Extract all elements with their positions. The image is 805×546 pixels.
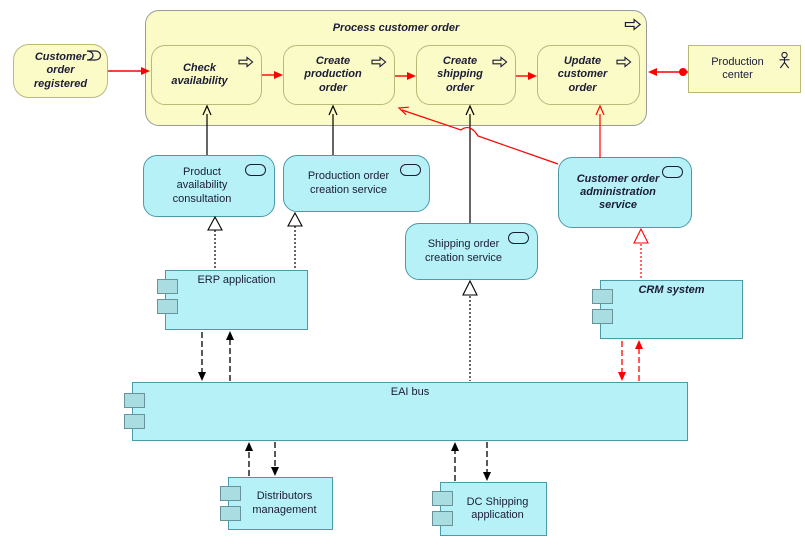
- actor-production-center[interactable]: Production center: [688, 45, 801, 93]
- component-crm-system[interactable]: CRM system: [592, 280, 743, 339]
- flow-erp-to-eai[interactable]: [198, 332, 206, 381]
- serving-shipping-order-service-to-create-shipping[interactable]: [465, 104, 475, 223]
- actor-label: Production center: [711, 55, 764, 81]
- component-tab-icon: [220, 486, 241, 501]
- service-icon: [245, 164, 266, 176]
- process-icon: [616, 56, 632, 72]
- component-label: EAI bus: [390, 386, 430, 398]
- component-tab-icon: [592, 309, 613, 324]
- serving-customer-admin-to-update[interactable]: [595, 104, 605, 158]
- process-icon: [492, 56, 508, 72]
- service-label: Product availability consultation: [172, 166, 232, 205]
- service-customer-order-administration[interactable]: Customer order administration service: [558, 157, 692, 228]
- component-tab-icon: [220, 506, 241, 521]
- component-dc-shipping-application[interactable]: DC Shipping application: [432, 482, 547, 536]
- component-label: Distributors management: [252, 490, 317, 516]
- realization-crm-to-customer-admin-service[interactable]: [633, 227, 649, 280]
- component-tab-icon: [124, 414, 145, 429]
- process-label: Create shipping order: [437, 55, 483, 94]
- serving-customer-admin-to-create-production[interactable]: [397, 106, 559, 165]
- service-production-order-creation[interactable]: Production order creation service: [283, 155, 430, 212]
- process-label: Check availability: [171, 61, 228, 87]
- component-erp-application[interactable]: ERP application: [157, 270, 308, 330]
- service-label: Shipping order creation service: [424, 238, 503, 264]
- actor-icon: [778, 51, 791, 73]
- process-customer-order-label: Process customer order: [332, 22, 460, 34]
- process-icon: [238, 56, 254, 72]
- component-tab-icon: [432, 511, 453, 526]
- event-label: Customer order registered: [33, 51, 88, 90]
- component-tab-icon: [124, 393, 145, 408]
- realization-erp-to-product-availability[interactable]: [207, 215, 223, 270]
- realization-eai-to-shipping-order-service[interactable]: [462, 279, 478, 381]
- event-icon: [85, 50, 102, 65]
- service-icon: [508, 232, 529, 244]
- service-label: Production order creation service: [307, 170, 390, 196]
- flow-eai-to-dcshipping[interactable]: [483, 442, 491, 481]
- event-customer-order-registered[interactable]: Customer order registered: [13, 44, 108, 98]
- trigger-event-to-check-availability[interactable]: [108, 67, 150, 75]
- component-tab-icon: [592, 289, 613, 304]
- process-icon: [624, 18, 642, 35]
- process-create-production-order[interactable]: Create production order: [283, 45, 395, 105]
- flow-eai-to-crm[interactable]: [635, 340, 643, 381]
- component-tab-icon: [157, 279, 178, 294]
- serving-product-availability-to-check[interactable]: [202, 104, 212, 155]
- flow-eai-to-distributors[interactable]: [271, 442, 279, 476]
- service-icon: [662, 166, 683, 178]
- component-distributors-management[interactable]: Distributors management: [220, 477, 333, 530]
- component-eai-bus[interactable]: EAI bus: [124, 382, 688, 441]
- process-check-availability[interactable]: Check availability: [151, 45, 262, 105]
- process-icon: [371, 56, 387, 72]
- process-create-shipping-order[interactable]: Create shipping order: [416, 45, 516, 105]
- component-tab-icon: [432, 491, 453, 506]
- service-label: Customer order administration service: [576, 172, 660, 212]
- service-icon: [400, 164, 421, 176]
- process-label: Create production order: [304, 55, 362, 94]
- service-product-availability-consultation[interactable]: Product availability consultation: [143, 155, 275, 217]
- process-label: Update customer order: [557, 55, 608, 94]
- flow-dcshipping-to-eai[interactable]: [451, 442, 459, 481]
- serving-production-order-service-to-create-production[interactable]: [328, 104, 338, 155]
- component-label: DC Shipping application: [466, 495, 529, 521]
- component-label: CRM system: [638, 284, 705, 296]
- flow-distributors-to-eai[interactable]: [245, 442, 253, 476]
- component-label: ERP application: [197, 274, 276, 286]
- realization-erp-to-production-order-service[interactable]: [287, 211, 303, 270]
- flow-eai-to-erp[interactable]: [226, 331, 234, 381]
- service-shipping-order-creation[interactable]: Shipping order creation service: [405, 223, 538, 280]
- component-tab-icon: [157, 299, 178, 314]
- assignment-production-center-to-update[interactable]: [648, 68, 688, 76]
- process-update-customer-order[interactable]: Update customer order: [537, 45, 640, 105]
- flow-crm-to-eai[interactable]: [618, 341, 626, 381]
